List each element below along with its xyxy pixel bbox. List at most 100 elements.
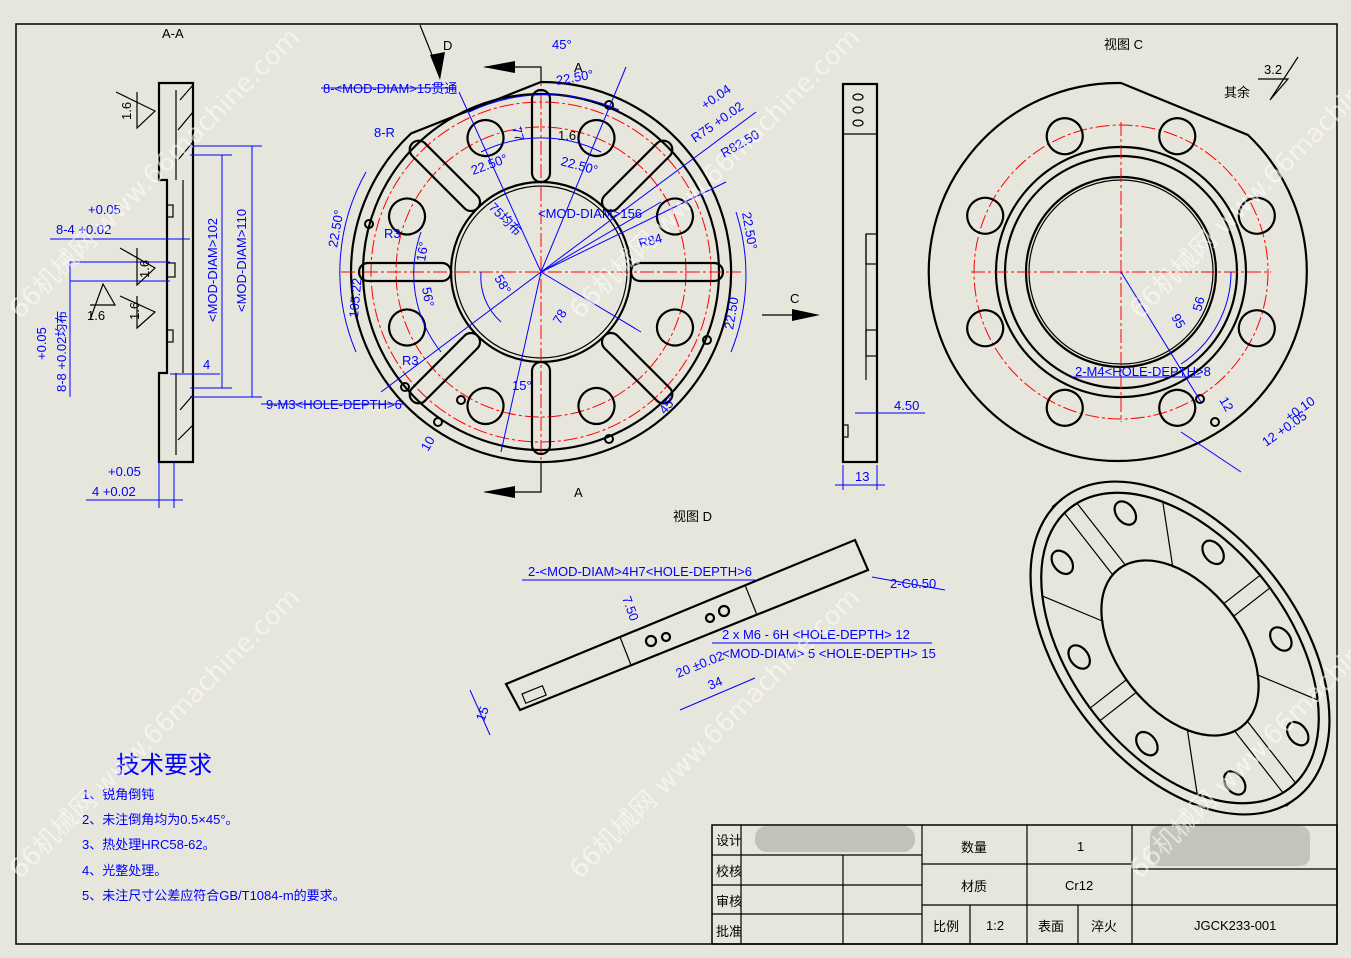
surface-value: 淬火: [1091, 919, 1117, 934]
dim-tolerance: +0.05: [108, 464, 141, 479]
bolt-holes: [387, 118, 695, 426]
label-approve: 批准: [716, 924, 742, 939]
dim-77: 77: [509, 125, 527, 143]
dim-angle: 22.50: [721, 296, 741, 331]
slot: [530, 88, 552, 184]
dim-105-22: 105.22: [346, 277, 364, 318]
radial-slots: [357, 88, 725, 456]
dim-angle: 45°: [656, 392, 680, 417]
dim-through-holes: 8-<MOD-DIAM>15贯通: [323, 81, 457, 96]
bolt-hole: [655, 197, 695, 236]
front-section-arrows: [419, 24, 820, 498]
dim-pin-holes: 2-<MOD-DIAM>4H7<HOLE-DEPTH>6: [528, 564, 752, 579]
dim-4: 4: [203, 357, 210, 372]
tech-item: 2、未注倒角均为0.5×45°。: [82, 812, 239, 827]
dim-angle: 22.50°: [739, 211, 760, 251]
section-aa-title: A-A: [162, 26, 184, 41]
redacted-designer: [755, 826, 915, 852]
quantity-value: 1: [1077, 839, 1084, 854]
tech-item: 1、锐角倒钝: [82, 787, 154, 802]
dim-drill-depth: <MOD-DIAM> 5 <HOLE-DEPTH> 15: [722, 646, 936, 661]
dim-15: 15: [473, 704, 492, 723]
bolt-hole: [387, 197, 427, 236]
scale-value: 1:2: [986, 918, 1004, 933]
sheet-border: [15, 23, 1338, 945]
view-d-title: 视图 D: [673, 509, 712, 524]
drawing-number: JGCK233-001: [1194, 918, 1276, 933]
dim-56-deg: 56°: [419, 286, 437, 308]
slot: [408, 139, 482, 213]
m3-holes: [364, 100, 712, 444]
dim-95: 95: [1168, 311, 1188, 331]
dim-58-deg: 58°: [491, 272, 514, 297]
dim-angle: 22.50°: [325, 209, 346, 249]
dim-4-tol: 4 +0.02: [92, 484, 136, 499]
label-material: 材质: [961, 879, 987, 894]
dim-r3: R3: [384, 226, 401, 241]
dim-angle: 22.50°: [555, 67, 595, 88]
isometric-view: [1029, 480, 1331, 816]
redacted-company: [1150, 826, 1310, 866]
dim-m6-thread: 2 x M6 - 6H <HOLE-DEPTH> 12: [722, 627, 910, 642]
dim-34: 34: [706, 673, 725, 692]
label-check: 校核: [716, 864, 742, 879]
bolt-hole: [466, 118, 505, 158]
dim-diameter-110: <MOD-DIAM>110: [234, 209, 249, 312]
material-value: Cr12: [1065, 878, 1093, 893]
label-design: 设计: [716, 833, 742, 848]
slot: [600, 139, 674, 213]
slot: [530, 360, 552, 456]
section-a-label-bottom: A: [574, 485, 583, 500]
dim-8-8: 8-8 +0.02均布: [54, 311, 69, 392]
dim-56: 56: [1189, 295, 1207, 313]
watermark: 66机械网 www.66machine.com: [4, 23, 306, 325]
section-a-label-top: A: [574, 60, 583, 75]
dim-15-deg: 15°: [512, 378, 532, 393]
surface-roughness-note: 其余 3.2: [1224, 56, 1299, 101]
dim-13: 13: [855, 469, 869, 484]
view-d-arrow-label: D: [443, 38, 452, 53]
tech-item: 3、热处理HRC58-62。: [82, 837, 216, 852]
tech-item: 5、未注尺寸公差应符合GB/T1084-m的要求。: [82, 888, 346, 903]
dim-angle: 22.50°: [559, 153, 599, 177]
bolt-hole: [466, 386, 505, 426]
dim-r3: R3: [402, 353, 419, 368]
dim-7-50: 7.50: [619, 594, 642, 623]
dim-r84: R84: [637, 230, 664, 251]
bolt-hole: [655, 308, 695, 347]
dim-8-4: 8-4 +0.02: [56, 222, 111, 237]
section-aa-dimension-texts: 1.6 1.6 1.6 1.6 +0.05 8-4 +0.02 +0.05 8-…: [34, 102, 249, 499]
dim-12: 12: [1216, 394, 1236, 414]
tech-item: 4、光整处理。: [82, 863, 167, 878]
front-dimension-texts: 8-<MOD-DIAM>15贯通 8-R 45° 22.50° +0.04 R7…: [266, 37, 762, 454]
front-view: [261, 66, 757, 472]
slot: [357, 261, 453, 283]
dim-tolerance: +0.05: [88, 202, 121, 217]
dim-angle: 16°: [413, 241, 431, 263]
bolt-hole: [387, 308, 427, 347]
label-surface: 表面: [1038, 919, 1064, 934]
view-c: 2-M4<HOLE-DEPTH>8 95 56 12 +0.10 12 +0.0…: [927, 81, 1318, 473]
side-view: 4.50 13: [835, 82, 925, 490]
label-scale: 比例: [933, 919, 959, 934]
roughness-value: 1.6: [119, 102, 134, 120]
roughness-value: 1.6: [137, 260, 152, 278]
outer-profile: [350, 80, 733, 464]
dim-4-50: 4.50: [894, 398, 919, 413]
title-block: 设计 校核 审核 批准 数量 1 材质 Cr12 比例 1:2 表面 淬火 JG…: [711, 824, 1338, 945]
view-c-title: 视图 C: [1104, 37, 1143, 52]
label-quantity: 数量: [961, 840, 987, 855]
watermark: 66机械网 www.66machine.com: [564, 23, 866, 325]
dim-diameter-156: <MOD-DIAM>156: [538, 206, 642, 221]
roughness-value: 1.6: [558, 128, 576, 143]
dim-chamfer: 2-C0.50: [890, 576, 936, 591]
dim-equal-spacing: 75均布: [486, 200, 525, 239]
roughness-value: 1.6: [127, 302, 142, 320]
slot: [600, 331, 674, 405]
rest-label: 其余: [1224, 85, 1250, 100]
slot: [408, 331, 482, 405]
dim-10: 10: [418, 433, 438, 453]
roughness-value: 3.2: [1264, 62, 1282, 77]
